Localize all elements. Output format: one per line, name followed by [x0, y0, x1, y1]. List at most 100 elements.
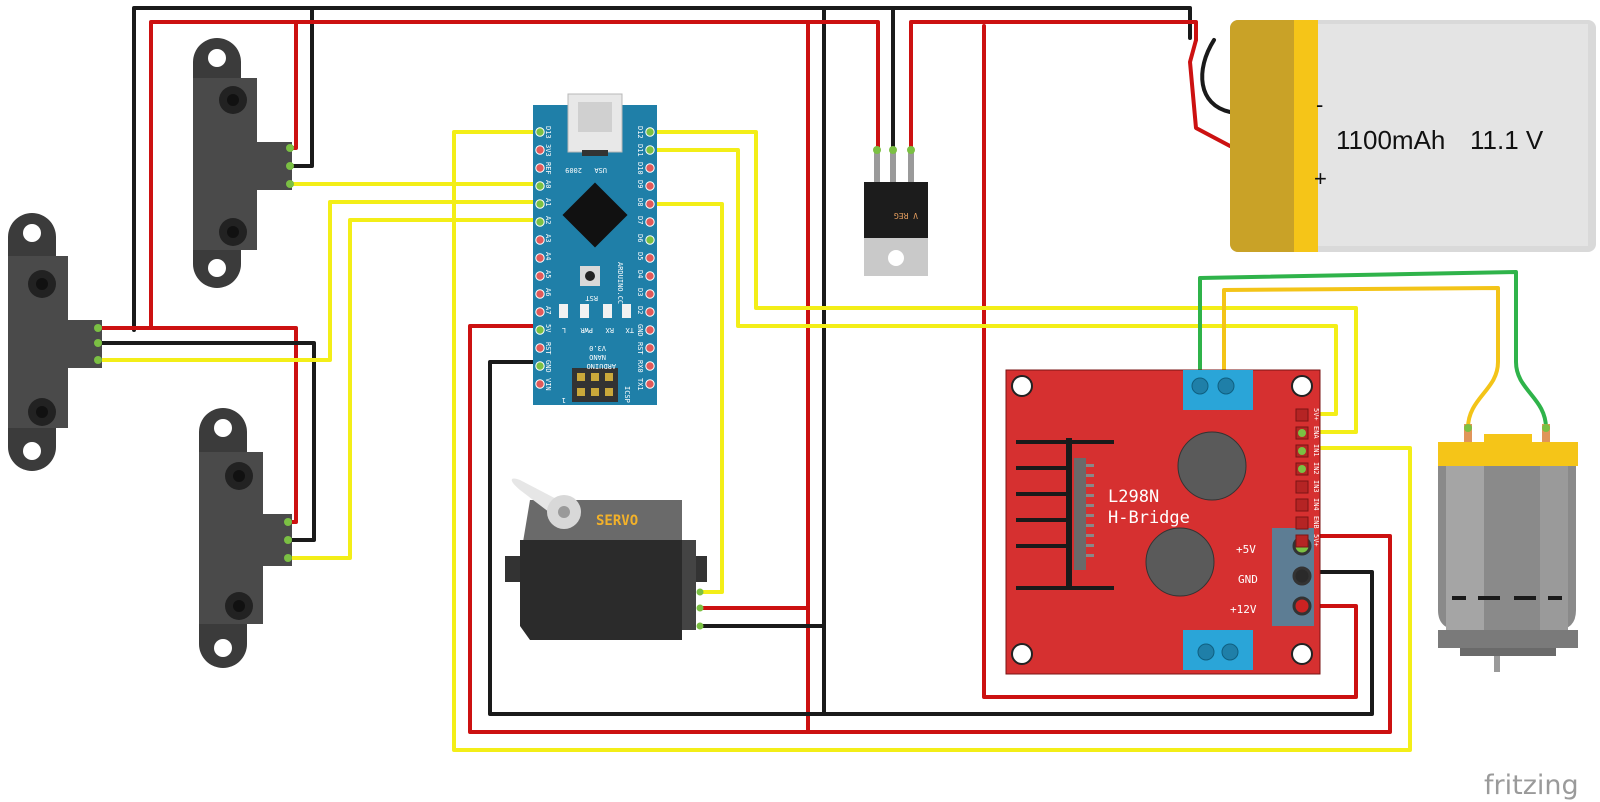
hbridge-header-pin-5 — [1295, 498, 1309, 512]
wire-red-battery-plus — [1188, 38, 1232, 148]
nano-pin-label-left-2: REF — [544, 162, 552, 175]
wire-red-vreg-to-hbridge — [982, 24, 1358, 699]
nano-pin-left-11 — [535, 325, 545, 335]
nano-pin-right-13 — [645, 361, 655, 371]
nano-pin-right-10 — [645, 307, 655, 317]
nano-pin-left-10 — [535, 307, 545, 317]
fritzing-logo: fritzing — [1484, 770, 1579, 801]
nano-pin-label-right-8: D4 — [636, 270, 644, 278]
ir-sensor-top — [193, 38, 294, 288]
nano-pin-label-right-10: D2 — [636, 306, 644, 314]
motor-terminal-block-b — [1183, 630, 1253, 670]
nano-pin-label-right-6: D6 — [636, 234, 644, 242]
battery-voltage: 11.1 V — [1470, 125, 1544, 155]
nano-pin-left-0 — [535, 127, 545, 137]
wire-yellow-d6-servo — [648, 202, 724, 594]
nano-pin-right-9 — [645, 289, 655, 299]
wire-red-reg-out — [909, 20, 1198, 150]
regulator-mount-hole-icon — [888, 250, 904, 266]
nano-pin-right-1 — [645, 145, 655, 155]
sensor-mount-hole-icon — [214, 639, 232, 657]
nano-usa-label: USA — [594, 166, 607, 174]
nano-pin-label-left-4: A1 — [544, 198, 552, 206]
hbridge-header-label-2: IN1 — [1312, 444, 1320, 457]
lipo-battery: - + 1100mAh 11.1 V — [1230, 20, 1596, 252]
hbridge-header-label-5: IN4 — [1312, 498, 1320, 511]
nano-pin-left-14 — [535, 379, 545, 389]
hbridge-mount-hole-icon — [1011, 643, 1033, 665]
hbridge-header-label-1: ENA — [1312, 426, 1320, 439]
nano-led-tx: TX — [625, 326, 634, 334]
nano-pin-label-left-6: A3 — [544, 234, 552, 242]
nano-pin-label-right-0: D12 — [636, 126, 644, 139]
nano-led-rx: RX — [605, 326, 614, 334]
hbridge-header-label-7: 5V+ — [1312, 534, 1320, 547]
wire-yellow-d11 — [648, 148, 1338, 416]
heatsink-icon — [1016, 438, 1114, 590]
nano-pin-label-right-7: D5 — [636, 252, 644, 260]
nano-pin-left-6 — [535, 235, 545, 245]
hbridge-header-connection-3 — [1298, 465, 1306, 473]
nano-led-l: L — [562, 326, 566, 334]
wire-yellow-sensor-bottom-a2 — [262, 218, 542, 560]
sensor-mount-hole-icon — [23, 224, 41, 242]
nano-pin-label-left-11: 5V — [544, 324, 552, 333]
nano-pin-right-0 — [645, 127, 655, 137]
wire-yellow-motor — [1222, 286, 1500, 430]
hbridge-mount-hole-icon — [1011, 375, 1033, 397]
capacitor-icon — [1145, 527, 1215, 597]
nano-pin-right-3 — [645, 181, 655, 191]
nano-pin-label-right-3: D9 — [636, 180, 644, 188]
nano-board-line3: V3.0 — [589, 344, 606, 352]
nano-pin-label-right-2: D10 — [636, 162, 644, 175]
nano-pin-label-right-13: RX0 — [636, 360, 644, 373]
nano-pin-label-right-4: D8 — [636, 198, 644, 206]
nano-pin-left-13 — [535, 361, 545, 371]
nano-pin-label-left-5: A2 — [544, 216, 552, 224]
nano-pin-right-8 — [645, 271, 655, 281]
regulator-label: V REG — [894, 211, 918, 220]
nano-pin-left-1 — [535, 145, 545, 155]
hbridge-mount-hole-icon — [1291, 643, 1313, 665]
nano-rst-label: RST — [585, 294, 598, 302]
capacitor-icon — [1177, 431, 1247, 501]
nano-pin-right-6 — [645, 235, 655, 245]
voltage-regulator: V REG — [864, 146, 928, 276]
nano-pin-left-4 — [535, 199, 545, 209]
battery-minus-sign: - — [1316, 92, 1323, 117]
nano-pin-left-9 — [535, 289, 545, 299]
nano-pin-label-left-0: D13 — [544, 126, 552, 139]
hbridge-header-label-3: IN2 — [1312, 462, 1320, 475]
nano-pin-label-right-5: D7 — [636, 216, 644, 224]
hbridge-header-connection-2 — [1298, 447, 1306, 455]
l298n-hbridge: L298N H-Bridge +5V GND +12V 5V+ENAIN1IN2… — [1005, 369, 1321, 675]
wire-black-top-sensor — [286, 6, 314, 168]
nano-pin-label-left-10: A7 — [544, 306, 552, 314]
nano-led-pwr: PWR — [580, 326, 593, 334]
nano-pin-left-2 — [535, 163, 545, 173]
nano-year-label: 2009 — [565, 166, 582, 174]
wire-yellow-d12 — [648, 130, 1358, 434]
hbridge-header-label-6: ENB — [1312, 516, 1320, 529]
battery-plus-sign: + — [1314, 166, 1327, 191]
hbridge-header-label-4: IN3 — [1312, 480, 1320, 493]
nano-pin-label-left-8: A5 — [544, 270, 552, 278]
wire-red-top-sensor — [286, 20, 298, 150]
nano-pin-label-left-3: A0 — [544, 180, 552, 188]
dc-motor — [1438, 424, 1578, 672]
nano-pin-left-12 — [535, 343, 545, 353]
nano-pin-label-left-7: A4 — [544, 252, 552, 260]
hbridge-mount-hole-icon — [1291, 375, 1313, 397]
hbridge-pin-12v: +12V — [1230, 603, 1257, 616]
hbridge-header-pin-7 — [1295, 534, 1309, 548]
nano-pin-right-14 — [645, 379, 655, 389]
wire-yellow-d13-loop — [452, 130, 1412, 752]
nano-pin-one-label: 1 — [562, 396, 566, 404]
nano-pin-label-left-13: GND — [544, 360, 552, 373]
hbridge-pin-5v: +5V — [1236, 543, 1256, 556]
nano-pin-label-right-12: RST — [636, 342, 644, 355]
nano-pin-right-5 — [645, 217, 655, 227]
nano-pin-right-12 — [645, 343, 655, 353]
nano-pin-label-right-11: GND — [636, 324, 644, 337]
